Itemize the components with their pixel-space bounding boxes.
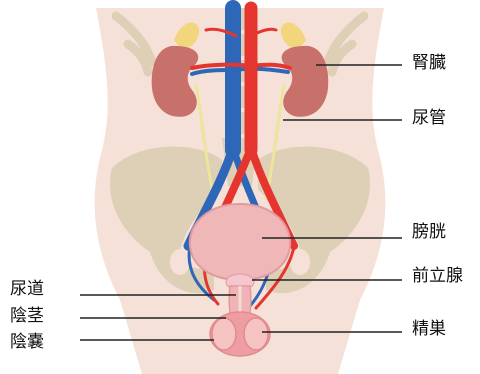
kidney-label: 腎臓 <box>412 53 446 73</box>
scrotum-label: 陰嚢 <box>10 332 44 352</box>
bladder <box>190 204 290 280</box>
ureter-label: 尿管 <box>412 108 446 128</box>
bladder-label: 膀胱 <box>412 222 446 242</box>
prostate-label: 前立腺 <box>412 266 463 286</box>
urethra-label: 尿道 <box>10 279 44 299</box>
left-testis <box>212 318 236 350</box>
penis-label: 陰茎 <box>10 306 44 326</box>
testis-label: 精巣 <box>412 319 446 339</box>
right-testis <box>244 318 268 350</box>
